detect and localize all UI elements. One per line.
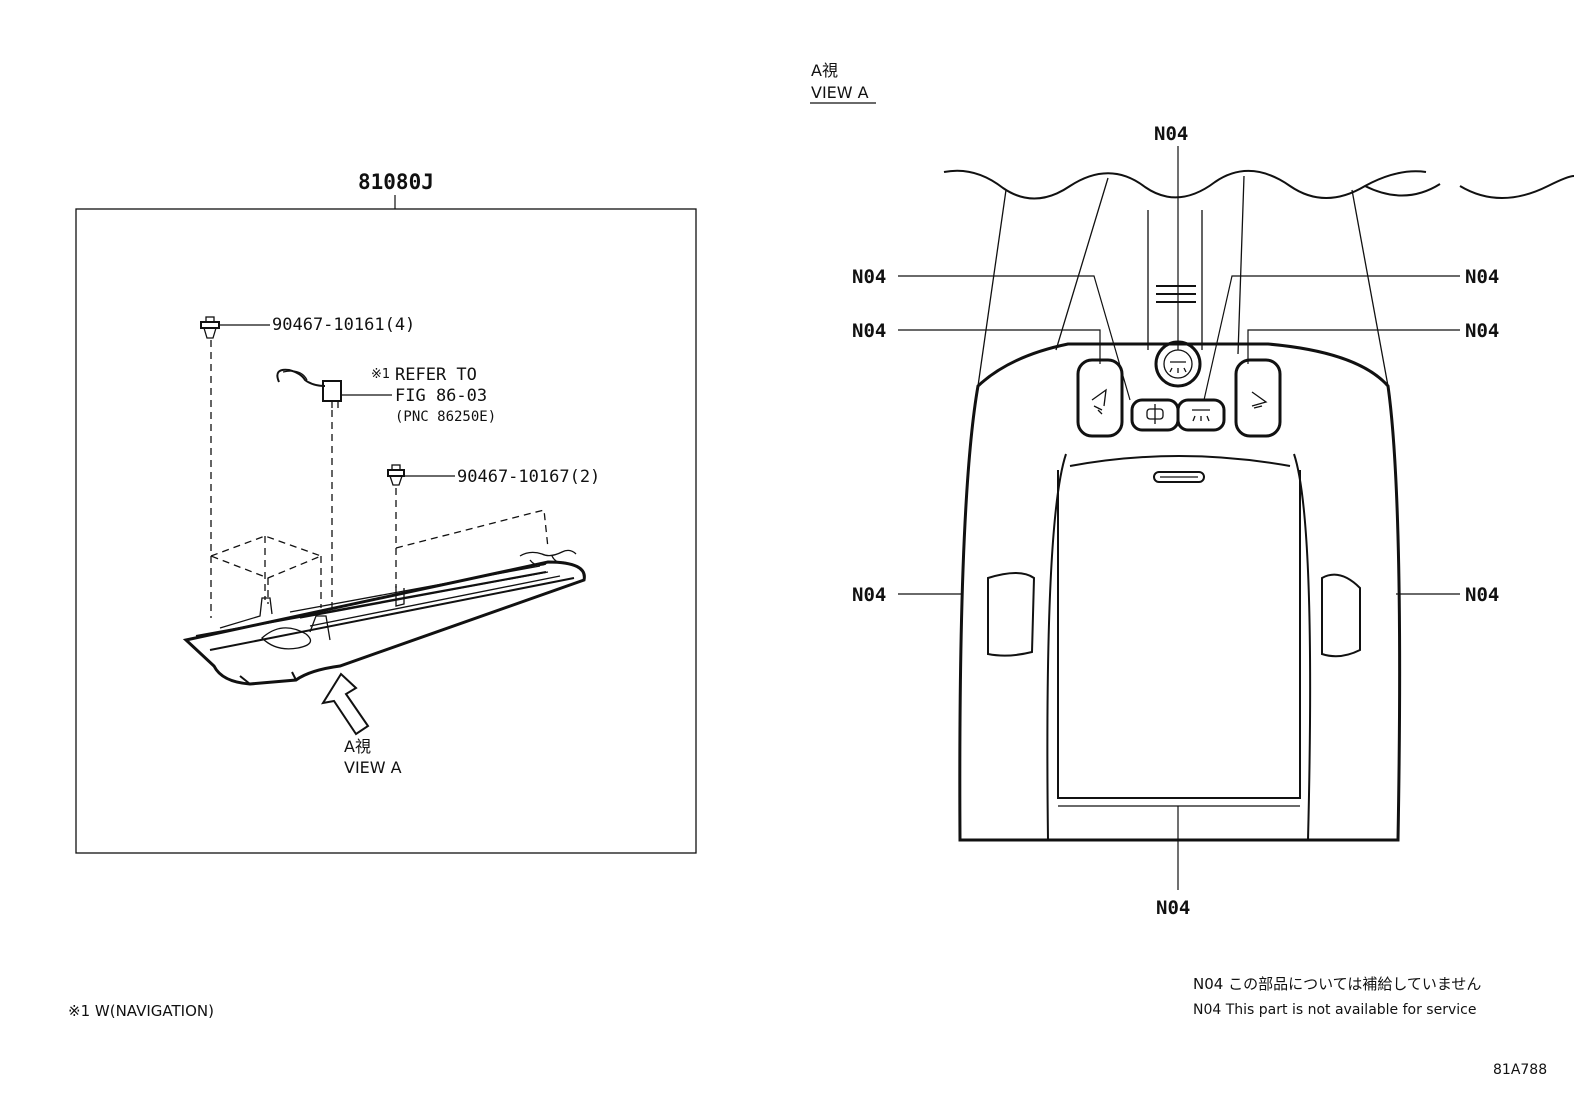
legend-line-jp: N04 この部品については補給していません [1193, 975, 1481, 993]
overhead-console [958, 285, 1402, 842]
refer-marker: ※1 [371, 367, 390, 382]
callout-n04-mid-left: N04 [852, 320, 1101, 364]
view-a-title-jp: A視 [811, 61, 838, 80]
part-number-90467-10161: 90467-10161(4) [272, 315, 415, 335]
door-lamp-switch-icon [1130, 398, 1180, 432]
svg-text:N04: N04 [1156, 897, 1190, 919]
callout-n04-upper-left: N04 [852, 266, 1131, 401]
clip-icon [200, 316, 220, 339]
view-a-title-en: VIEW A [811, 83, 869, 102]
view-a-arrow-icon [320, 672, 370, 736]
console-base [182, 549, 586, 686]
clip-icon [387, 464, 405, 486]
svg-text:N04: N04 [852, 320, 886, 342]
svg-text:N04: N04 [1465, 584, 1499, 606]
room-lamp-switch-icon [1176, 398, 1226, 432]
callout-n04-bottom: N04 [1156, 806, 1190, 919]
callout-n04-top: N04 [1154, 123, 1188, 350]
view-a-label-jp: A視 [344, 737, 371, 756]
view-a-label-en: VIEW A [344, 758, 402, 777]
left-map-lamp-switch-icon [1076, 358, 1124, 438]
callout-n04-lower-left: N04 [852, 584, 962, 606]
svg-text:N04: N04 [1465, 266, 1499, 288]
callout-n04-mid-right: N04 [1247, 320, 1499, 364]
legend-line-en: N04 This part is not available for servi… [1193, 1002, 1476, 1018]
assembly-part-number: 81080J [358, 170, 434, 194]
callout-n04-upper-right: N04 [1203, 266, 1499, 401]
svg-text:N04: N04 [1465, 320, 1499, 342]
footnote-navigation: ※1 W(NAVIGATION) [68, 1002, 214, 1020]
callout-n04-lower-right: N04 [1396, 584, 1499, 606]
left-assembly-figure: 81080J 90467-10161(4) ※1 REFER TO FIG 86… [75, 170, 697, 854]
assembly-frame [75, 208, 697, 854]
part-number-90467-10167: 90467-10167(2) [457, 467, 600, 487]
figure-id: 81A788 [1493, 1062, 1547, 1078]
refer-pnc-label: (PNC 86250E) [395, 409, 496, 425]
refer-figure-label: FIG 86-03 [395, 386, 487, 406]
refer-to-label: REFER TO [395, 365, 477, 385]
right-view-a-figure: A視 VIEW A [810, 61, 1575, 919]
right-map-lamp-switch-icon [1234, 358, 1282, 438]
svg-text:N04: N04 [852, 584, 886, 606]
svg-text:N04: N04 [852, 266, 886, 288]
wire-harness-icon [276, 368, 342, 408]
svg-text:N04: N04 [1154, 123, 1188, 145]
